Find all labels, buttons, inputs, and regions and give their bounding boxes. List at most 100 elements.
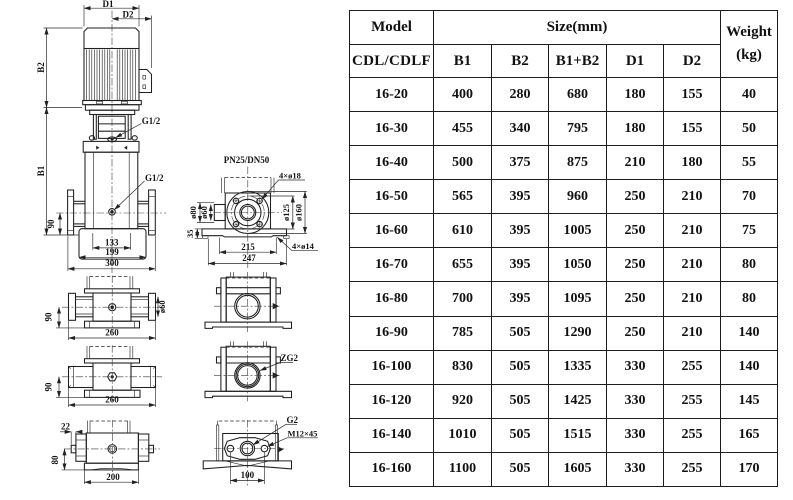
dim-label-dia125: ø125 <box>281 204 291 221</box>
table-cell-model: 16-20 <box>349 76 434 113</box>
table-cell-b2: 505 <box>491 315 549 351</box>
coupling-lantern: G1/2 <box>84 104 161 143</box>
label-g2: G2 <box>287 415 299 425</box>
technical-drawing: G1/2 G1/2 D1 D2 B2 B1 90 133 199 300 PN2… <box>36 0 318 486</box>
table-cell-model: 16-70 <box>349 247 434 283</box>
table-cell-b1b2: 795 <box>548 111 607 147</box>
table-cell-b1: 830 <box>433 349 492 385</box>
table-cell-b1: 1100 <box>433 451 492 488</box>
table-cell-b1b2: 1515 <box>548 417 607 453</box>
table-cell-b1: 455 <box>433 111 492 147</box>
table-cell-model: 16-80 <box>349 281 434 317</box>
table-cell-b2: 395 <box>491 281 549 317</box>
dim-label-g12-lower: G1/2 <box>145 173 164 183</box>
table-cell-d2: 155 <box>662 76 722 113</box>
table-cell-d1: 330 <box>606 451 664 488</box>
table-cell-b1b2: 680 <box>548 76 607 113</box>
dim-label-d2: D2 <box>123 9 134 19</box>
dim-label-row2-90: 90 <box>44 382 54 392</box>
table-cell-b2: 280 <box>491 76 549 113</box>
dim-label-dia160: ø160 <box>293 204 303 221</box>
table-cell-b1: 920 <box>433 383 492 419</box>
table-cell-weight: 80 <box>720 281 779 317</box>
dim-label-row1-260: 260 <box>105 328 119 338</box>
dim-label-300: 300 <box>105 258 119 268</box>
table-cell-d2: 210 <box>662 247 722 283</box>
table-cell-d2: 155 <box>662 111 722 147</box>
base-side-view-flanged: 90 260 ø60 <box>44 275 167 341</box>
base-front-view-threaded: ZG2 <box>204 341 299 402</box>
dim-label-b2: B2 <box>36 62 46 73</box>
table-cell-d1: 250 <box>606 247 664 283</box>
table-cell-d1: 330 <box>606 383 664 419</box>
table-cell-d1: 250 <box>606 213 664 249</box>
table-cell-weight: 140 <box>720 315 779 351</box>
table-cell-b1: 700 <box>433 281 492 317</box>
table-cell-b2: 505 <box>491 349 549 385</box>
table-cell-weight: 80 <box>720 247 779 283</box>
dim-label-215: 215 <box>241 242 255 252</box>
table-cell-b1b2: 1290 <box>548 315 607 351</box>
header-size: Size(mm) <box>432 10 722 45</box>
base-front-view-oval: G2 M12×45 100 <box>202 415 318 486</box>
table-cell-d2: 255 <box>662 417 722 453</box>
table-cell-b1b2: 875 <box>548 145 607 181</box>
main-front-view: G1/2 G1/2 D1 D2 B2 B1 90 133 199 300 <box>36 0 167 273</box>
table-cell-b1b2: 960 <box>548 179 607 215</box>
header-model: Model <box>349 10 434 45</box>
dim-label-199: 199 <box>105 247 119 257</box>
dim-label-d1: D1 <box>103 0 114 9</box>
table-cell-weight: 75 <box>720 213 779 249</box>
table-cell-weight: 170 <box>720 451 779 488</box>
table-cell-d1: 180 <box>606 76 664 113</box>
table-cell-b1b2: 1005 <box>548 213 607 249</box>
table-cell-b2: 395 <box>491 179 549 215</box>
table-cell-d1: 210 <box>606 145 664 181</box>
table-cell-model: 16-160 <box>349 451 434 488</box>
pump-stage-column: G1/2 <box>67 140 164 236</box>
table-cell-b2: 505 <box>491 417 549 453</box>
table-cell-model: 16-90 <box>349 315 434 351</box>
table-cell-model: 16-120 <box>349 383 434 419</box>
header-weight-line1: Weight <box>726 23 772 40</box>
table-cell-b1: 1010 <box>433 417 492 453</box>
table-cell-d1: 250 <box>606 281 664 317</box>
table-cell-weight: 140 <box>720 349 779 385</box>
dim-label-row2-260: 260 <box>105 395 119 405</box>
dim-label-row3-80: 80 <box>50 455 60 465</box>
header-col-d2: D2 <box>662 44 722 78</box>
table-cell-b1: 500 <box>433 145 492 181</box>
header-model-series: CDL/CDLF <box>349 44 434 78</box>
table-cell-d2: 210 <box>662 281 722 317</box>
table-cell-b1b2: 1425 <box>548 383 607 419</box>
table-cell-b1b2: 1050 <box>548 247 607 283</box>
dim-label-133: 133 <box>105 237 119 247</box>
table-cell-d1: 250 <box>606 315 664 351</box>
table-cell-model: 16-30 <box>349 111 434 147</box>
dim-label-dia80: ø80 <box>188 206 198 219</box>
header-weight-line2: (kg) <box>736 47 762 63</box>
dim-label-row1-dia60: ø60 <box>157 300 167 313</box>
dim-label-row1-90: 90 <box>44 312 54 322</box>
table-cell-b1: 655 <box>433 247 492 283</box>
dim-label-row3-22: 22 <box>61 421 71 431</box>
header-col-b1-b2: B1+B2 <box>548 44 607 78</box>
header-weight: Weight (kg) <box>720 10 779 78</box>
header-col-b2: B2 <box>491 44 549 78</box>
table-cell-weight: 55 <box>720 145 779 181</box>
table-cell-b1b2: 1335 <box>548 349 607 385</box>
flange-top-view: PN25/DN50 ø80 ø60 ø125 ø160 4×ø18 35 215… <box>185 155 318 268</box>
